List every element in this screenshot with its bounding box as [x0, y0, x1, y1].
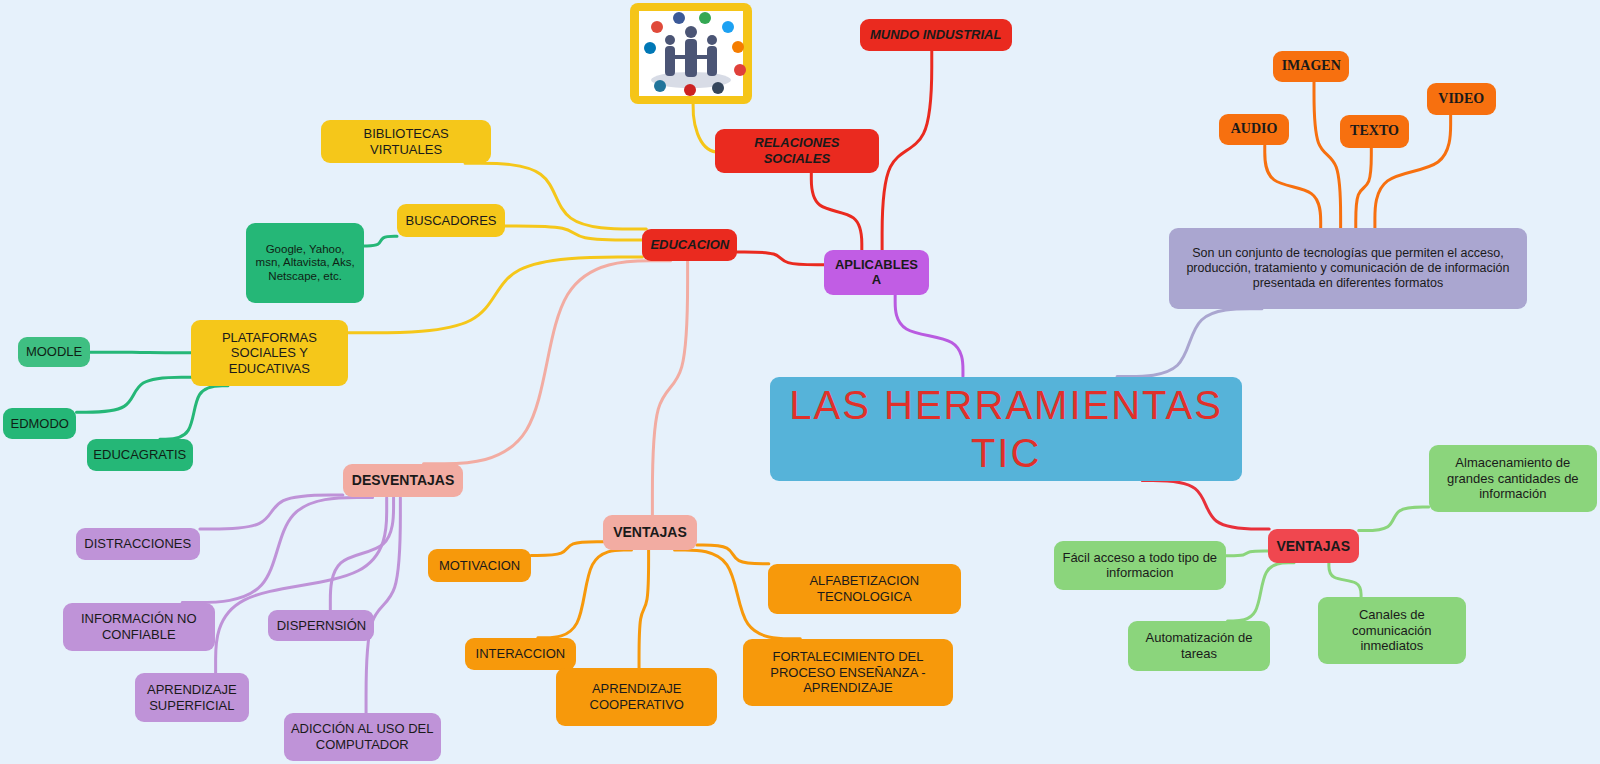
node-label: BUSCADORES — [406, 213, 497, 229]
node-label: ALFABETIZACION TECNOLOGICA — [775, 573, 954, 604]
node-label: APLICABLES A — [831, 257, 921, 288]
node-label: DESVENTAJAS — [352, 472, 454, 489]
node-label: INTERACCION — [476, 646, 566, 662]
branch-connector — [330, 497, 393, 609]
detail-box: EDMODO — [3, 408, 76, 440]
format-box: IMAGEN — [1273, 51, 1349, 82]
detail-box: Canales de comunicación inmediatos — [1318, 597, 1466, 663]
node-label: BIBLIOTECAS VIRTUALES — [328, 126, 484, 157]
detail-box: Google, Yahoo, msn, Altavista, Aks, Nets… — [246, 223, 364, 303]
branch-connector — [1228, 563, 1294, 621]
node-label: FORTALECIMIENTO DEL PROCESO ENSEÑANZA -A… — [750, 649, 945, 696]
branch-connector — [1142, 481, 1269, 530]
branch-connector — [538, 550, 632, 638]
node-label: LAS HERRAMIENTAS TIC — [777, 381, 1234, 477]
detail-box: INFORMACIÓN NO CONFIABLE — [63, 603, 215, 651]
detail-box: EDUCAGRATIS — [87, 439, 193, 471]
topic-box: PLATAFORMAS SOCIALES Y EDUCATIVAS — [191, 320, 348, 385]
format-box: AUDIO — [1219, 114, 1288, 146]
node-label: MOTIVACION — [439, 558, 520, 574]
format-box: TEXTO — [1340, 115, 1409, 148]
branch-connector — [652, 261, 687, 516]
detail-box: Fácil acceso a todo tipo de informacion — [1054, 541, 1225, 590]
node-label: TEXTO — [1350, 123, 1399, 140]
branch-connector — [366, 497, 400, 713]
node-label: MUNDO INDUSTRIAL — [870, 27, 1001, 43]
branch-connector — [737, 252, 824, 265]
branch-connector — [895, 295, 963, 377]
format-box: VIDEO — [1427, 83, 1496, 115]
branch-connector — [182, 497, 372, 602]
node-label: Automatización de tareas — [1135, 630, 1263, 661]
node-label: IMAGEN — [1282, 58, 1341, 75]
branch-connector — [216, 497, 387, 673]
topic-box: DESVENTAJAS — [343, 464, 463, 498]
topic-box: VENTAJAS — [603, 515, 697, 550]
node-label: DISPERNSIÓN — [277, 618, 367, 634]
branch-connector — [1329, 563, 1361, 598]
branch-connector — [1265, 145, 1321, 228]
branch-connector — [697, 545, 769, 564]
branch-box: RELACIONES SOCIALES — [715, 129, 879, 173]
branch-box: APLICABLES A — [824, 250, 928, 295]
detail-box: Automatización de tareas — [1128, 621, 1270, 671]
branch-connector — [424, 261, 671, 464]
detail-box: ADICCIÓN AL USO DEL COMPUTADOR — [284, 713, 441, 761]
branch-connector — [1117, 309, 1262, 377]
branch-connector — [76, 377, 190, 412]
node-label: ADICCIÓN AL USO DEL COMPUTADOR — [291, 721, 434, 752]
branch-connector — [1226, 551, 1268, 556]
node-label: DISTRACCIONES — [84, 536, 191, 552]
branch-connector — [90, 351, 191, 354]
node-label: APRENDIZAJE SUPERFICIAL — [142, 682, 242, 713]
detail-box: INTERACCION — [465, 638, 575, 671]
node-label: INFORMACIÓN NO CONFIABLE — [70, 611, 208, 642]
detail-box: MOTIVACION — [428, 549, 531, 582]
node-label: VENTAJAS — [1276, 538, 1350, 555]
detail-box: APRENDIZAJE COOPERATIVO — [556, 668, 717, 725]
branch-connector — [882, 51, 932, 251]
node-label: MOODLE — [26, 344, 82, 360]
branch-connector — [364, 236, 397, 246]
central-topic: LAS HERRAMIENTAS TIC — [770, 377, 1241, 481]
branch-connector — [1359, 507, 1429, 531]
node-label: Canales de comunicación inmediatos — [1325, 607, 1459, 654]
branch-box: EDUCACION — [642, 229, 737, 261]
branch-connector — [1356, 148, 1372, 228]
branch-connector — [505, 226, 642, 240]
branch-connector — [811, 173, 861, 250]
node-label: VIDEO — [1438, 91, 1484, 108]
node-label: EDUCAGRATIS — [93, 447, 186, 463]
node-label: EDUCACION — [650, 237, 729, 253]
detail-box: Almacenamiento de grandes cantidades de … — [1429, 445, 1597, 511]
node-label: Almacenamiento de grandes cantidades de … — [1436, 455, 1590, 502]
node-label: VENTAJAS — [613, 524, 687, 541]
detail-box: DISPERNSIÓN — [268, 610, 374, 642]
branch-connector — [160, 386, 228, 440]
node-label: Fácil acceso a todo tipo de informacion — [1061, 550, 1218, 581]
node-label: AUDIO — [1231, 121, 1278, 138]
detail-box: DISTRACCIONES — [76, 528, 200, 560]
node-label: APRENDIZAJE COOPERATIVO — [563, 681, 710, 712]
branch-box: MUNDO INDUSTRIAL — [860, 19, 1012, 51]
node-label: EDMODO — [10, 416, 69, 432]
node-label: Google, Yahoo, msn, Altavista, Aks, Nets… — [253, 243, 357, 284]
branch-connector — [531, 542, 603, 556]
node-label: Son un conjunto de tecnologías que permi… — [1176, 246, 1519, 291]
detail-box: APRENDIZAJE SUPERFICIAL — [135, 673, 249, 722]
social-network-picture — [630, 3, 752, 104]
detail-box: MOODLE — [18, 337, 89, 368]
node-label: RELACIONES SOCIALES — [722, 135, 872, 166]
topic-box: BUSCADORES — [397, 204, 505, 237]
detail-box: FORTALECIMIENTO DEL PROCESO ENSEÑANZA -A… — [743, 639, 952, 706]
definition-box: Son un conjunto de tecnologías que permi… — [1169, 228, 1526, 309]
detail-box: ALFABETIZACION TECNOLOGICA — [768, 564, 961, 614]
branch-connector — [639, 550, 649, 668]
node-label: PLATAFORMAS SOCIALES Y EDUCATIVAS — [198, 330, 341, 377]
topic-box: VENTAJAS — [1268, 529, 1359, 563]
topic-box: BIBLIOTECAS VIRTUALES — [321, 120, 491, 163]
